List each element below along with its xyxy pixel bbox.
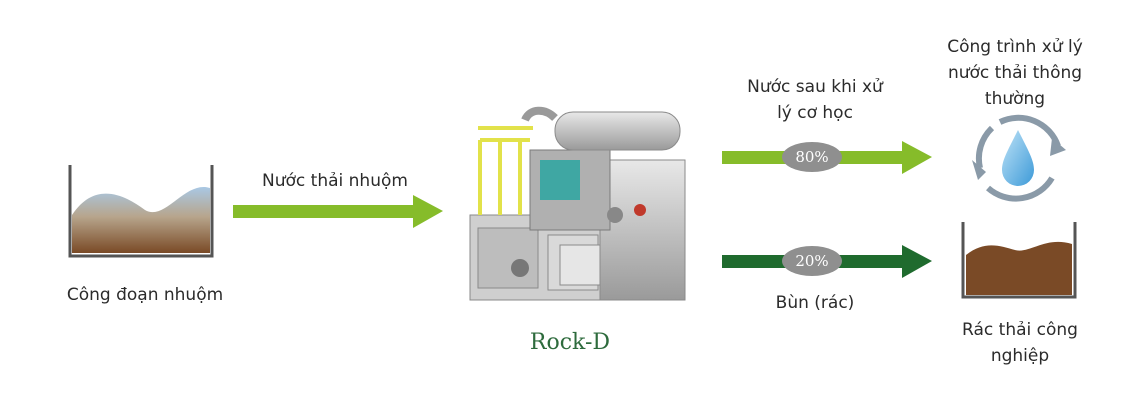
recycle-water-drop-icon	[972, 114, 1066, 202]
water-percent-badge	[782, 142, 842, 172]
sludge-percent-text: 20%	[795, 252, 828, 270]
rock-d-machine-icon	[469, 106, 686, 301]
machine-label: Rock-D	[529, 330, 611, 355]
water-percent-text: 80%	[795, 148, 828, 166]
input-flow-arrow	[233, 195, 443, 228]
water-output-label: Nước sau khi xử lý cơ học	[747, 77, 883, 123]
water-destination-label: Công trình xử lý nước thải thông thường	[947, 37, 1083, 109]
sludge-destination-label: Rác thải công nghiệp	[962, 320, 1078, 366]
input-flow-label: Nước thải nhuộm	[262, 171, 408, 191]
source-label: Công đoạn nhuộm	[66, 285, 224, 305]
sludge-bin-icon	[961, 222, 1077, 299]
sludge-percent-badge	[782, 246, 842, 276]
tank-with-wastewater-icon	[68, 165, 214, 258]
sludge-output-label: Bùn (rác)	[775, 293, 855, 313]
